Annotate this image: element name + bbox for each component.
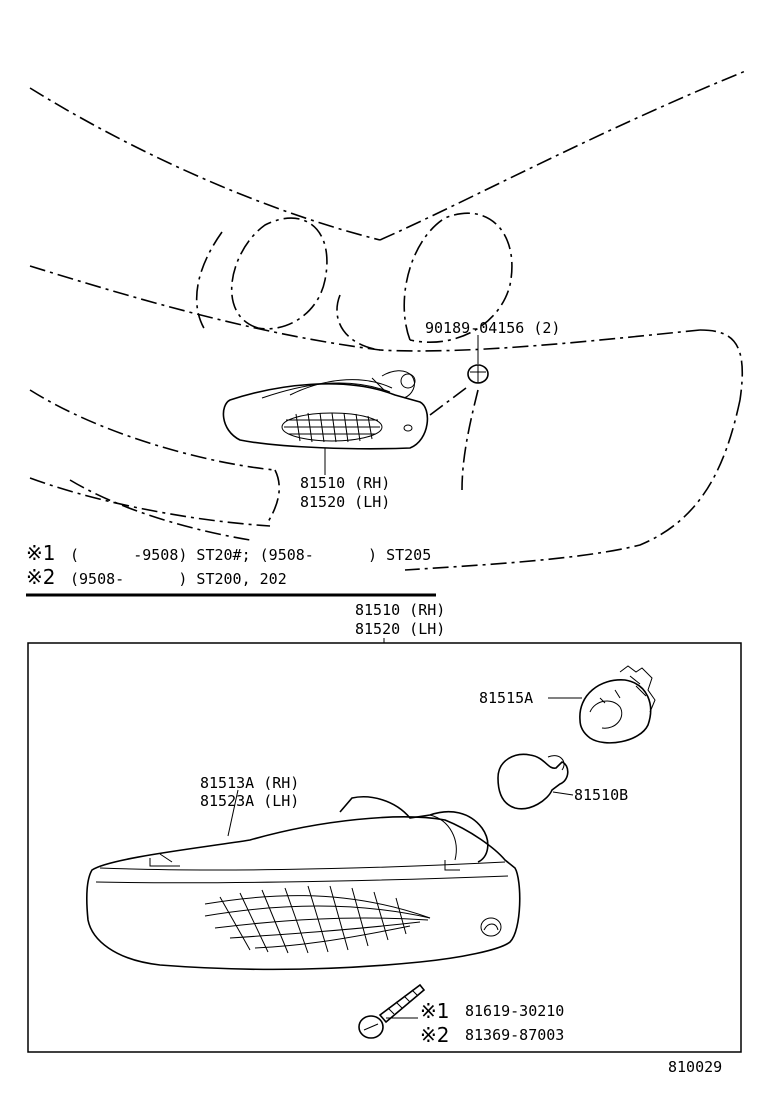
socket-part-label: 81515A	[479, 689, 533, 707]
screw2-mark: ※2	[420, 1023, 449, 1047]
screw1-mark: ※1	[420, 999, 449, 1023]
lens-lh-label: 81523A (LH)	[200, 792, 299, 810]
detail-title-rh: 81510 (RH)	[355, 601, 445, 619]
bulb-icon	[497, 753, 574, 810]
screw-icon	[358, 983, 426, 1039]
lamp-lens-detail	[86, 789, 521, 971]
screw1-part-label: 81619-30210	[465, 1002, 564, 1020]
bulb-socket-icon	[548, 665, 656, 744]
note2-text: (9508- ) ST200, 202	[70, 570, 287, 588]
note1-text: ( -9508) ST20#; (9508- ) ST205	[70, 546, 431, 564]
detail-box	[27, 642, 742, 1053]
lamp-lh-label: 81520 (LH)	[300, 493, 390, 511]
clip-fastener-icon	[467, 335, 489, 384]
lamp-rh-label: 81510 (RH)	[300, 474, 390, 492]
lens-rh-label: 81513A (RH)	[200, 774, 299, 792]
bulb-part-label: 81510B	[574, 786, 628, 804]
turn-signal-lamp-top	[222, 370, 429, 475]
vehicle-outline	[29, 69, 749, 571]
screw2-part-label: 81369-87003	[465, 1026, 564, 1044]
fastener-part-label: 90189-04156 (2)	[425, 319, 560, 337]
figure-number: 810029	[668, 1058, 722, 1076]
detail-title-lh: 81520 (LH)	[355, 620, 445, 638]
note1-mark: ※1	[26, 541, 55, 565]
note2-mark: ※2	[26, 565, 55, 589]
